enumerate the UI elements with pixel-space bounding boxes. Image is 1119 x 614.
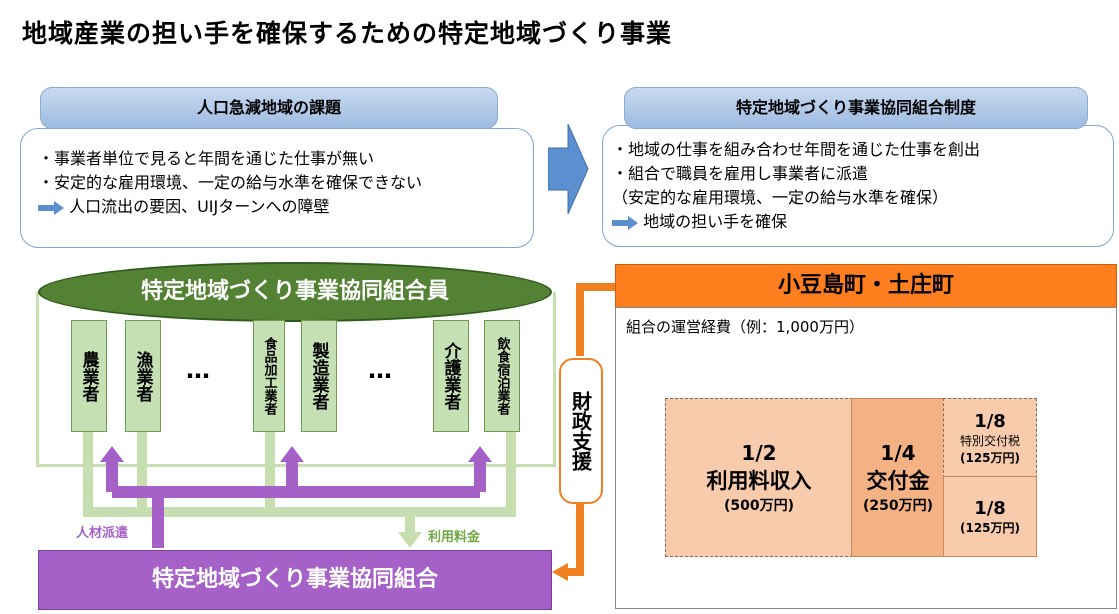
system-text: ・地域の仕事を組み合わせ年間を通じた仕事を創出 ・組合で職員を雇用し事業者に派遣…	[612, 138, 980, 234]
grant-label: 交付金	[866, 468, 930, 493]
page-title: 地域産業の担い手を確保するための特定地域づくり事業	[22, 19, 673, 48]
big-right-arrow-icon	[548, 124, 589, 214]
usage-fee-cell: 1/2 利用料収入 (500万円)	[665, 398, 853, 557]
usage-fraction: 1/2	[741, 440, 777, 465]
industry-manufacturing: 製造業者	[301, 320, 337, 432]
challenges-heading: 人口急減地域の課題	[40, 87, 498, 129]
industry-label: 介護業者	[440, 342, 461, 410]
town-name: 小豆島町・土庄町	[615, 264, 1117, 308]
fee-label: 利用料金	[428, 530, 481, 545]
industry-agriculture: 農業者	[71, 320, 107, 432]
industry-food-lodging: 飲食宿泊業者	[484, 320, 520, 432]
right-arrow-icon	[612, 215, 638, 230]
system-line: ・組合で職員を雇用し事業者に派遣	[612, 164, 869, 183]
industry-label: 食品加工業者	[261, 337, 277, 415]
challenge-result: 人口流出の要因、UIJターンへの障壁	[38, 195, 422, 219]
cost-caption: 組合の運営経費（例：1,000万円）	[626, 318, 864, 336]
challenge-line: ・事業者単位で見ると年間を通じた仕事が無い	[38, 149, 375, 168]
ellipsis: …	[186, 356, 216, 384]
industry-food-processing: 食品加工業者	[253, 320, 285, 432]
grant-cell: 1/4 交付金 (250万円)	[851, 398, 945, 557]
system-line: （安定的な雇用環境、一定の給与水準を確保）	[612, 188, 949, 207]
grant-amount: (250万円)	[862, 497, 934, 514]
system-heading: 特定地域づくり事業協同組合制度	[624, 87, 1088, 129]
usage-amount: (500万円)	[723, 497, 795, 514]
system-result-text: 地域の担い手を確保	[643, 212, 788, 231]
cooperative-bar: 特定地域づくり事業協同組合	[38, 550, 552, 610]
system-line: ・地域の仕事を組み合わせ年間を通じた仕事を創出	[612, 140, 981, 159]
industry-label: 農業者	[78, 350, 99, 402]
industry-label: 製造業者	[308, 342, 329, 410]
usage-label: 利用料収入	[706, 468, 812, 493]
challenges-text: ・事業者単位で見ると年間を通じた仕事が無い ・安定的な雇用環境、一定の給与水準を…	[38, 147, 422, 219]
financial-support-label: 財政支援	[559, 358, 603, 504]
special-tax-cell: 1/8 特別交付税 (125万円)	[943, 398, 1037, 478]
industry-label: 飲食宿泊業者	[494, 337, 510, 415]
industry-care: 介護業者	[433, 320, 469, 432]
members-heading: 特定地域づくり事業協同組合員	[38, 262, 552, 322]
special-tax-label: 特別交付税	[959, 433, 1020, 448]
challenge-result-text: 人口流出の要因、UIJターンへの障壁	[69, 197, 330, 216]
other-cell: 1/8 (125万円)	[943, 476, 1037, 557]
challenge-line: ・安定的な雇用環境、一定の給与水準を確保できない	[38, 173, 423, 192]
special-tax-amount: (125万円)	[959, 450, 1021, 465]
grant-fraction: 1/4	[880, 440, 916, 465]
other-fraction: 1/8	[974, 497, 1006, 519]
right-arrow-icon	[38, 200, 64, 215]
ellipsis: …	[368, 356, 398, 384]
special-tax-fraction: 1/8	[974, 410, 1006, 432]
industry-fishery: 漁業者	[125, 320, 161, 432]
industry-label: 漁業者	[132, 350, 153, 402]
other-amount: (125万円)	[959, 520, 1021, 535]
dispatch-label: 人材派遣	[76, 526, 129, 541]
challenges-panel	[20, 128, 534, 248]
system-result: 地域の担い手を確保	[612, 210, 980, 234]
